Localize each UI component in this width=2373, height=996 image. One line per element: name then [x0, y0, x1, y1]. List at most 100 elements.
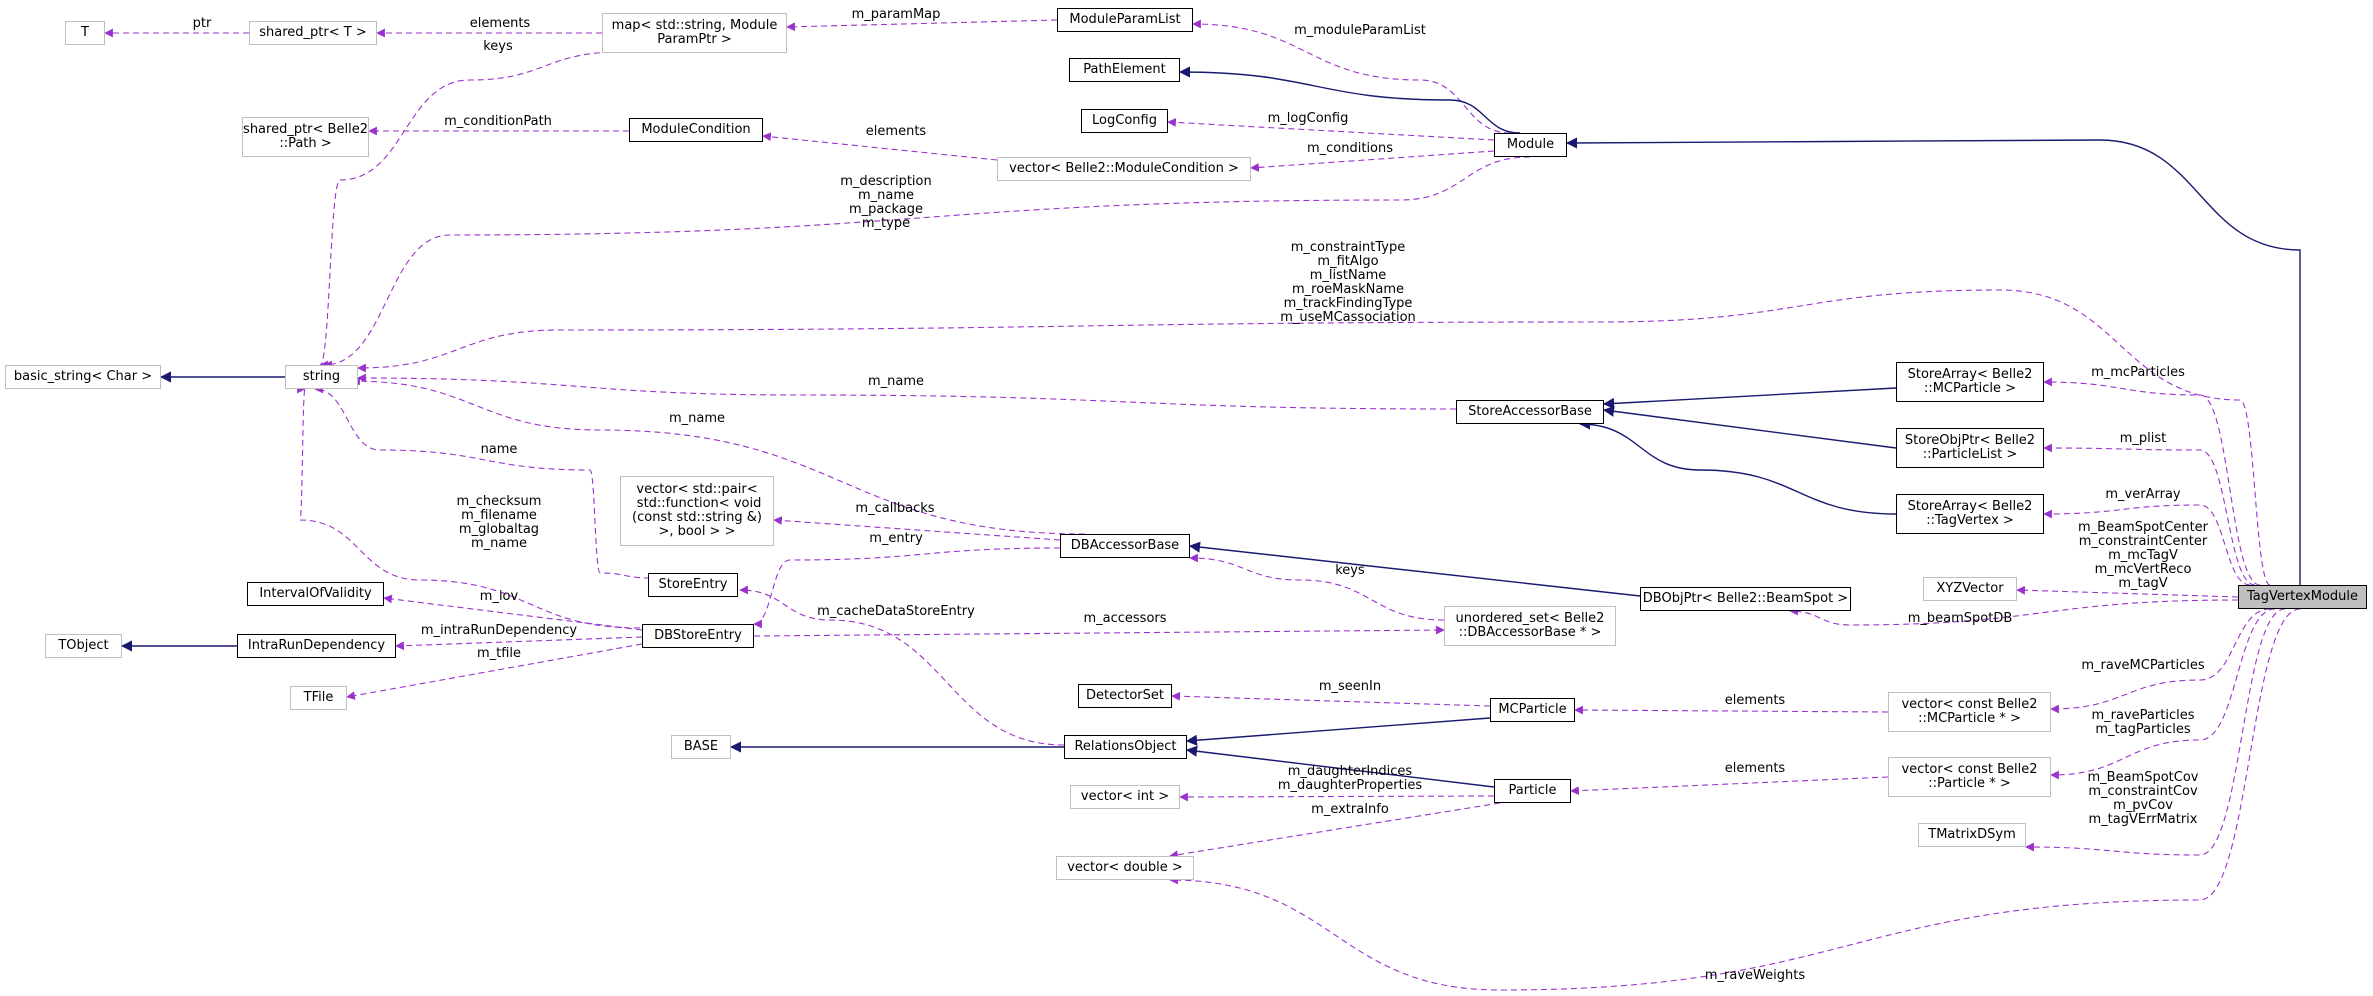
- edge-MCParticle-to-RelationsObject: [1185, 717, 1491, 746]
- edge-label-ModuleCondition-to-sptrPath: m_conditionPath: [444, 114, 552, 129]
- edge-label-Module-to-LogConfig: m_logConfig: [1267, 111, 1349, 126]
- edge-TagVertexModule-to-XYZVector: [2016, 585, 2239, 598]
- edge-label-Particle-to-vecInt: m_daughterIndices m_daughterProperties: [1277, 764, 1423, 793]
- edge-label-DBAccessorBase-to-DBStoreEntry: m_entry: [869, 531, 923, 546]
- edge-TagVertexModule-to-Module: [1565, 137, 2301, 585]
- edge-label-Module-to-string: m_description m_name m_package m_type: [840, 174, 932, 231]
- edge-Module-to-ModuleParamList: [1192, 19, 1511, 134]
- node-particle[interactable]: Particle: [1494, 779, 1571, 803]
- edge-MCParticle-to-DetectorSet: [1171, 691, 1491, 707]
- edge-label-DBStoreEntry-to-IntraRunDependency: m_intraRunDependency: [420, 623, 578, 638]
- edge-ModuleParamList-to-map: [786, 19, 1058, 32]
- node-detector-set[interactable]: DetectorSet: [1078, 684, 1172, 708]
- edge-Module-to-PathElement: [1178, 66, 1521, 134]
- node-d-b-obj-ptr-b-s[interactable]: DBObjPtr< Belle2::BeamSpot >: [1640, 587, 1851, 611]
- node-sptr-t: shared_ptr< T >: [249, 21, 377, 45]
- node-relations-object[interactable]: RelationsObject: [1064, 735, 1187, 759]
- edge-StoreEntry-to-string: [314, 384, 651, 579]
- node-b-a-s-e: BASE: [671, 735, 731, 759]
- edge-DBStoreEntry-to-IntervalOfValidity: [383, 594, 643, 631]
- edge-label-TagVertexModule-to-XYZVector: m_BeamSpotCenter m_constraintCenter m_mc…: [2077, 520, 2209, 591]
- edge-DBStoreEntry-to-IntraRunDependency: [395, 636, 643, 651]
- node-x-y-z-vector: XYZVector: [1923, 577, 2017, 601]
- node-vec-m-c-p: vector< const Belle2 ::MCParticle * >: [1888, 692, 2051, 732]
- edge-label-Particle-to-vecDouble: m_extraInfo: [1311, 802, 1389, 817]
- edge-Module-to-string: [323, 156, 1531, 370]
- edge-Particle-to-vecInt: [1179, 792, 1495, 802]
- node-s-o-ppl[interactable]: StoreObjPtr< Belle2 ::ParticleList >: [1896, 428, 2044, 468]
- node-module-condition[interactable]: ModuleCondition: [629, 118, 763, 142]
- edge-label-TagVertexModule-to-vecMCP: m_raveMCParticles: [2081, 658, 2205, 673]
- edge-label-Module-to-ModuleParamList: m_moduleParamList: [1294, 23, 1426, 38]
- edge-label-MCParticle-to-DetectorSet: m_seenIn: [1318, 679, 1382, 694]
- edge-label-TagVertexModule-to-vecP: m_raveParticles m_tagParticles: [2091, 708, 2195, 737]
- node-store-accessor-base[interactable]: StoreAccessorBase: [1456, 400, 1604, 424]
- node-map: map< std::string, Module ParamPtr >: [602, 13, 787, 53]
- node-vec-mod-cond: vector< Belle2::ModuleCondition >: [997, 157, 1251, 181]
- edge-RelationsObject-to-StoreEntry: [739, 585, 1065, 746]
- node-unordered-set: unordered_set< Belle2 ::DBAccessorBase *…: [1444, 606, 1616, 646]
- node-vec-double: vector< double >: [1056, 856, 1194, 880]
- edge-DBObjPtrBS-to-DBAccessorBase: [1188, 541, 1641, 597]
- edge-label-StoreEntry-to-string: name: [480, 442, 518, 457]
- edge-label-map-to-string: keys: [483, 39, 513, 54]
- edge-DBStoreEntry-to-unorderedSet: [753, 625, 1445, 637]
- edge-label-map-to-sptrT: elements: [469, 16, 531, 31]
- edge-label-StoreAccessorBase-to-string: m_name: [867, 374, 925, 389]
- edge-DBAccessorBase-to-string: [351, 376, 1086, 535]
- node-vec-int: vector< int >: [1070, 785, 1180, 809]
- edge-label-vecP-to-Particle: elements: [1724, 761, 1786, 776]
- edge-TagVertexModule-to-SAmcp: [2043, 377, 2261, 586]
- edge-label-TagVertexModule-to-SAmcp: m_mcParticles: [2091, 365, 2185, 380]
- node-m-c-particle[interactable]: MCParticle: [1490, 698, 1575, 722]
- edge-vecModCond-to-ModuleCondition: [762, 132, 998, 161]
- edge-TagVertexModule-to-string: [357, 289, 2271, 586]
- edge-TagVertexModule-to-vecMCP: [2050, 608, 2271, 714]
- edge-DBAccessorBase-to-vecPair: [773, 516, 1061, 541]
- edge-label-TagVertexModule-to-vecDouble: m_raveWeights: [1704, 968, 1806, 983]
- node-s-atv[interactable]: StoreArray< Belle2 ::TagVertex >: [1896, 494, 2044, 534]
- edge-TagVertexModule-to-SOPpl: [2043, 443, 2256, 586]
- edge-TagVertexModule-to-TMatrixDSym: [2025, 608, 2286, 856]
- edge-SOPpl-to-StoreAccessorBase: [1602, 405, 1897, 449]
- edge-label-DBStoreEntry-to-IntervalOfValidity: m_iov: [479, 589, 519, 604]
- node-t-object: TObject: [45, 634, 122, 658]
- node-store-entry[interactable]: StoreEntry: [648, 573, 738, 597]
- edge-SAmcp-to-StoreAccessorBase: [1602, 387, 1897, 410]
- node-s-amcp[interactable]: StoreArray< Belle2 ::MCParticle >: [1896, 362, 2044, 402]
- node-tag-vertex-module[interactable]: TagVertexModule: [2238, 585, 2367, 609]
- edge-label-sptrT-to-T: ptr: [192, 16, 212, 31]
- edge-label-DBStoreEntry-to-TFile: m_tfile: [476, 646, 522, 661]
- node-d-b-store-entry[interactable]: DBStoreEntry: [642, 624, 754, 648]
- node-t-file: TFile: [290, 686, 347, 710]
- edge-label-DBAccessorBase-to-string: m_name: [668, 411, 726, 426]
- edge-label-unorderedSet-to-DBAccessorBase: keys: [1335, 563, 1365, 578]
- edge-SAtv-to-StoreAccessorBase: [1578, 418, 1897, 515]
- edge-label-TagVertexModule-to-string: m_constraintType m_fitAlgo m_listName m_…: [1280, 240, 1416, 325]
- node-path-element[interactable]: PathElement: [1069, 58, 1180, 82]
- node-intra-run-dependency[interactable]: IntraRunDependency: [237, 634, 396, 658]
- edge-TagVertexModule-to-DBObjPtrBS: [1789, 599, 2239, 626]
- edge-label-ModuleParamList-to-map: m_paramMap: [851, 7, 941, 22]
- edge-DBStoreEntry-to-string: [296, 385, 641, 629]
- edge-label-TagVertexModule-to-DBObjPtrBS: m_beamSpotDB: [1907, 611, 2013, 626]
- edge-Particle-to-vecDouble: [1169, 802, 1501, 860]
- node-module-param-list[interactable]: ModuleParamList: [1057, 8, 1193, 32]
- edge-label-Module-to-vecModCond: m_conditions: [1306, 141, 1394, 156]
- edge-unorderedSet-to-DBAccessorBase: [1189, 553, 1445, 621]
- edge-Module-to-vecModCond: [1250, 150, 1495, 172]
- node-log-config[interactable]: LogConfig: [1081, 109, 1168, 133]
- edge-map-to-string: [319, 51, 621, 370]
- edge-TagVertexModule-to-vecP: [2050, 608, 2276, 780]
- node-d-b-accessor-base[interactable]: DBAccessorBase: [1060, 534, 1190, 558]
- node-module[interactable]: Module: [1494, 133, 1567, 157]
- edge-label-DBAccessorBase-to-vecPair: m_callbacks: [855, 501, 935, 516]
- node-vec-p: vector< const Belle2 ::Particle * >: [1888, 757, 2051, 797]
- edge-label-TagVertexModule-to-SAtv: m_verArray: [2105, 487, 2181, 502]
- node-t: T: [65, 21, 105, 45]
- node-interval-of-validity[interactable]: IntervalOfValidity: [247, 582, 384, 606]
- edge-label-DBStoreEntry-to-string: m_checksum m_filename m_globaltag m_name: [456, 494, 542, 551]
- node-sptr-path: shared_ptr< Belle2 ::Path >: [242, 117, 369, 157]
- edge-TagVertexModule-to-SAtv: [2043, 504, 2251, 586]
